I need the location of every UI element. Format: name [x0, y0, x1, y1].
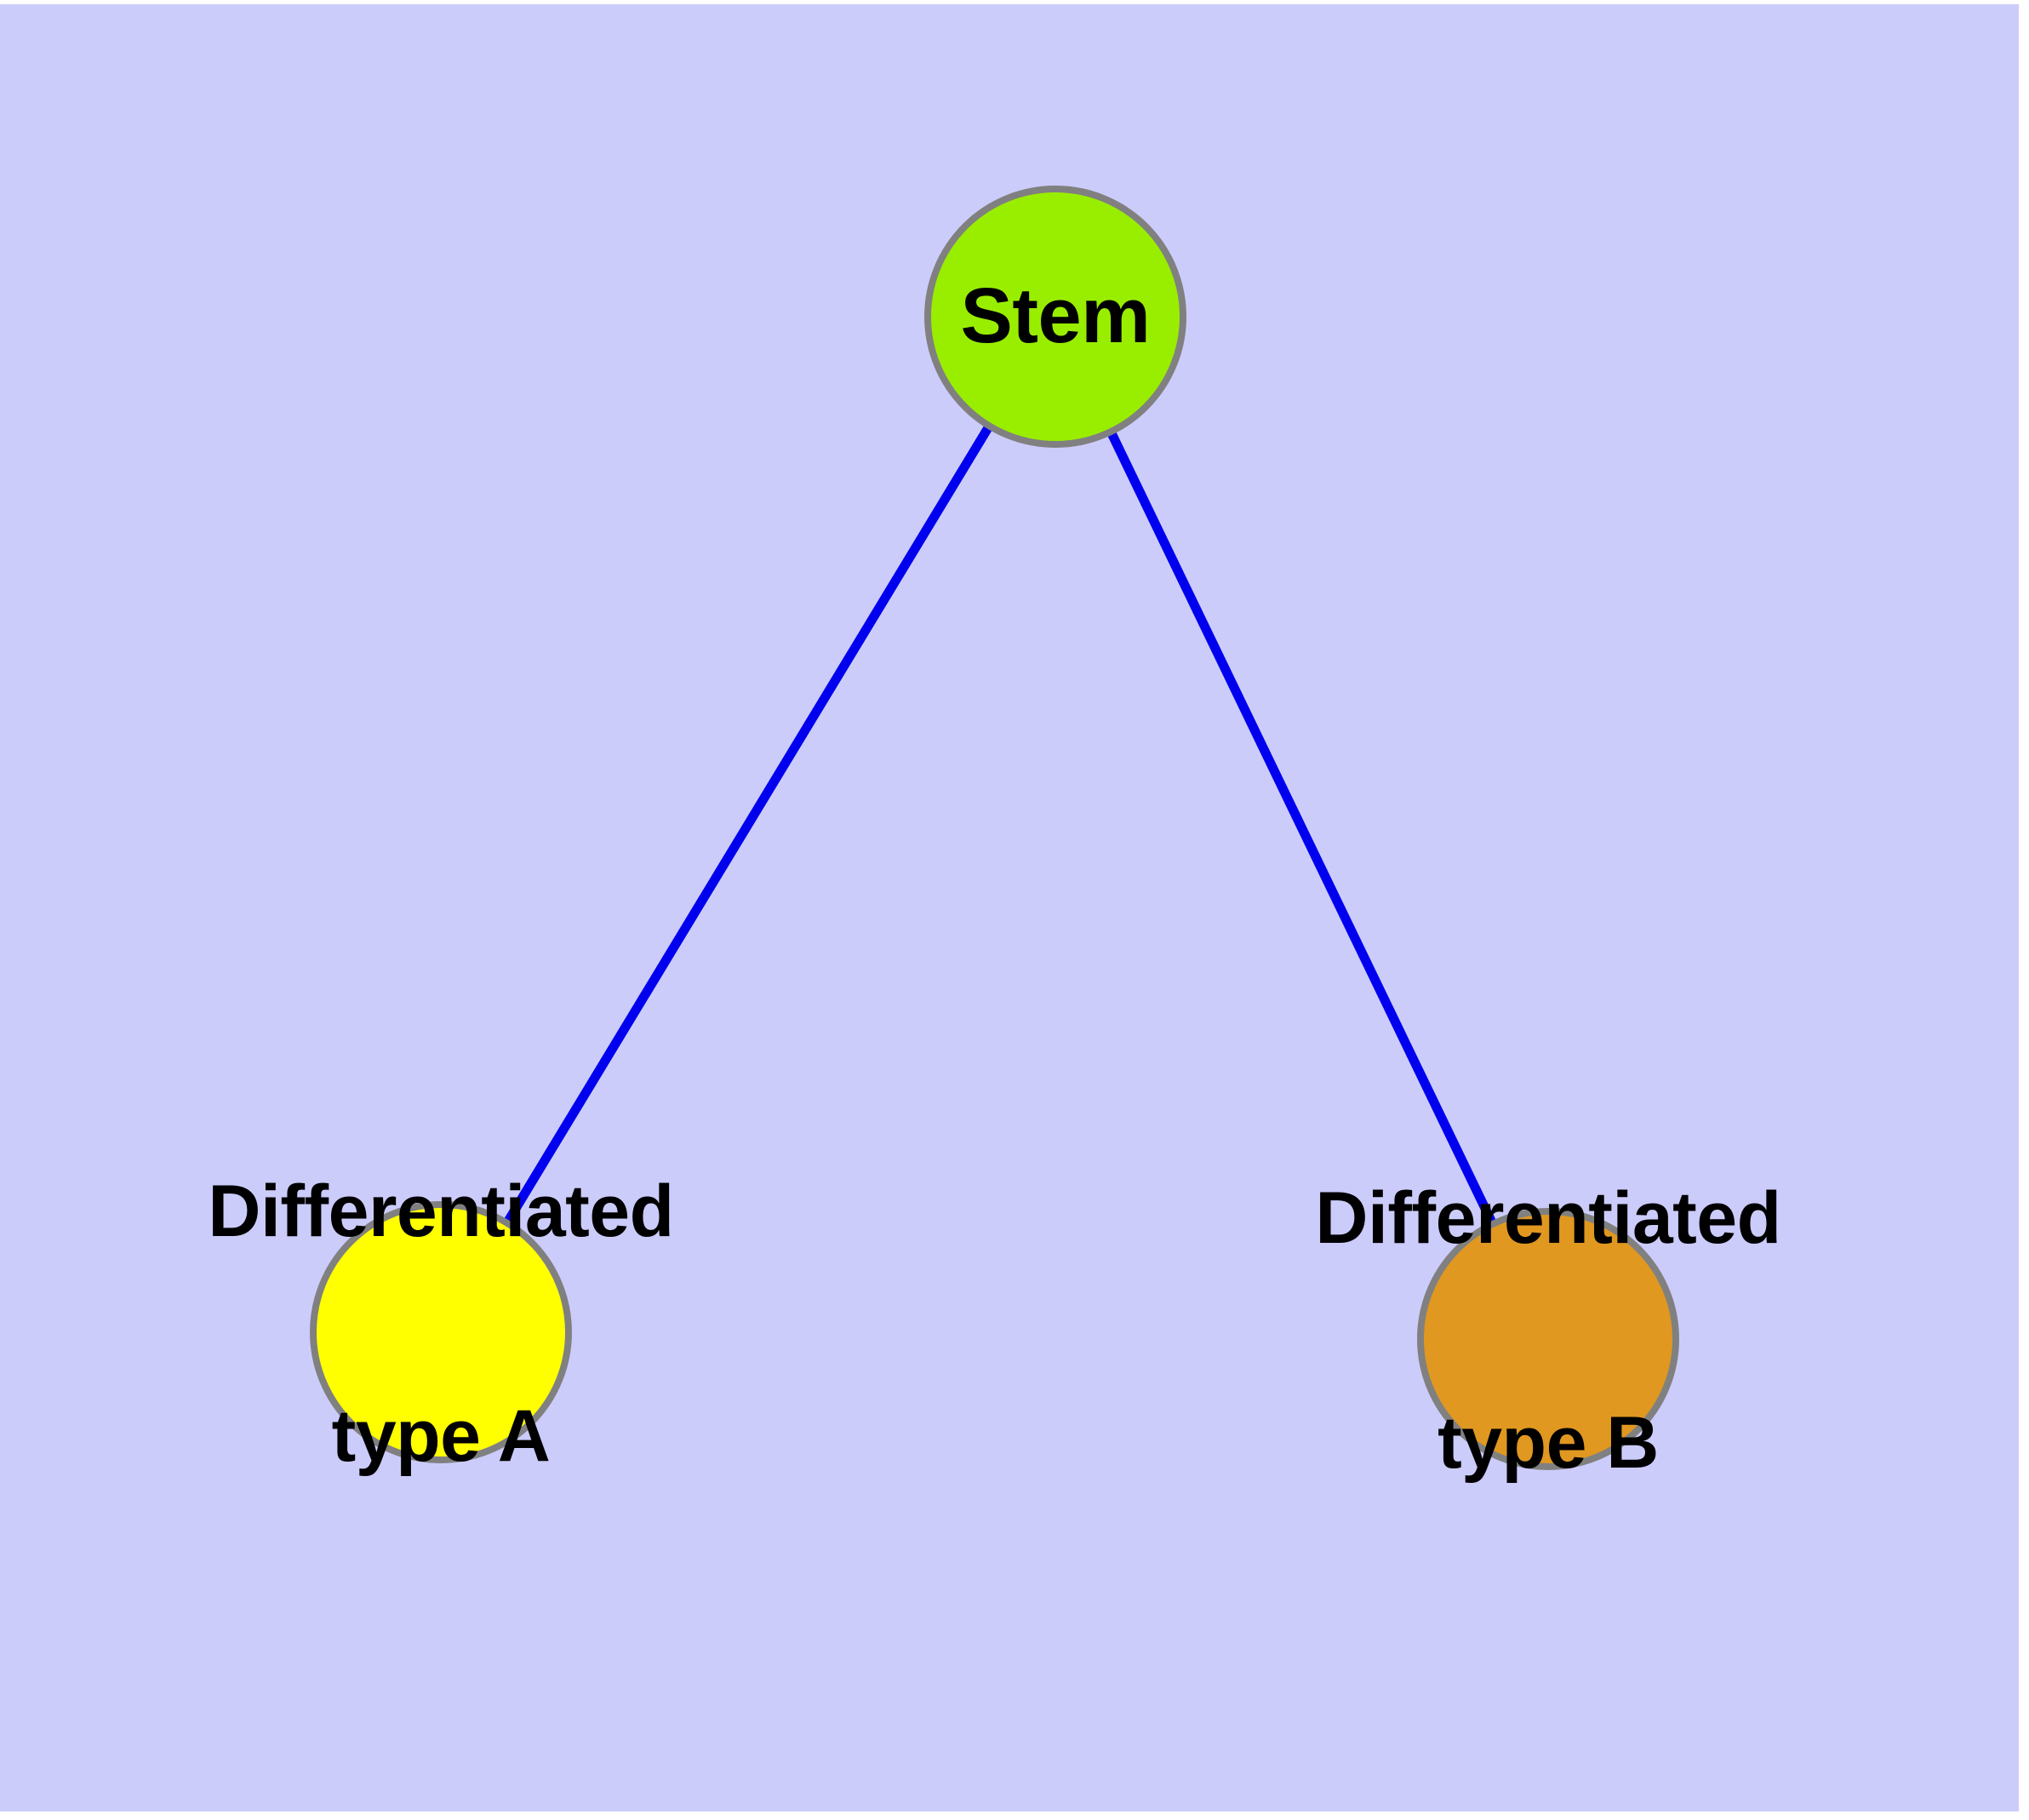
edge-stem-to-diff-b — [1051, 314, 1552, 1342]
edge-layer — [437, 314, 1552, 1342]
node-layer — [310, 186, 1679, 1470]
node-differentiated-type-b[interactable] — [1417, 1208, 1679, 1470]
node-differentiated-type-a[interactable] — [310, 1201, 572, 1463]
edge-stem-to-diff-a — [437, 314, 1060, 1335]
node-stem[interactable] — [924, 186, 1186, 448]
